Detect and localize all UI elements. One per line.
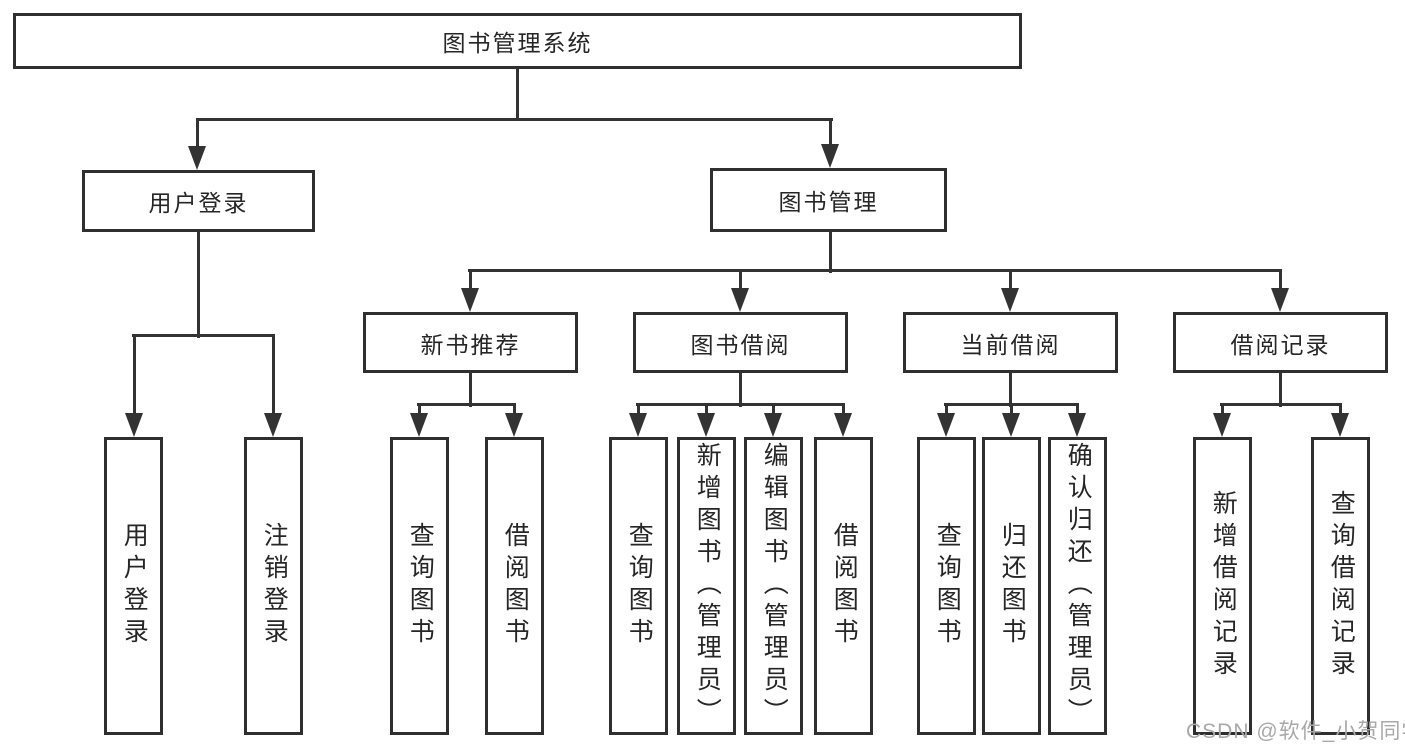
connector-arrowhead xyxy=(1001,288,1019,312)
connector-line xyxy=(1220,406,1224,415)
connector-arrowhead xyxy=(461,288,479,312)
node-book-borrowing-label: 图书借阅 xyxy=(690,331,791,358)
watermark: CSDN @软件_小贺同学 xyxy=(1186,720,1405,743)
node-leaf-return-books-label: 归还图书 xyxy=(998,522,1027,650)
node-book-borrowing: 图书借阅 xyxy=(633,312,848,373)
connector-arrowhead xyxy=(1331,413,1349,437)
node-current-borrowing: 当前借阅 xyxy=(903,312,1118,373)
connector-line xyxy=(738,272,742,290)
node-leaf-confirm-return-admin-label: 确认归还（管理员） xyxy=(1064,442,1093,730)
connector-line xyxy=(417,406,421,415)
connector-line xyxy=(468,268,1282,272)
node-borrowing-records: 借阅记录 xyxy=(1173,312,1388,373)
node-root-label: 图书管理系统 xyxy=(442,30,593,56)
connector-arrowhead xyxy=(937,413,955,437)
connector-line xyxy=(1008,272,1012,290)
connector-line xyxy=(636,406,640,415)
node-leaf-add-borrow-record: 新增借阅记录 xyxy=(1193,437,1252,735)
node-leaf-confirm-return-admin: 确认归还（管理员） xyxy=(1048,437,1107,735)
node-user-login: 用户登录 xyxy=(82,170,315,232)
node-leaf-add-books-admin-label: 新增图书（管理员） xyxy=(693,442,722,730)
node-leaf-borrow-books-borrow: 借阅图书 xyxy=(814,437,873,735)
connector-line xyxy=(944,402,1079,406)
connector-line xyxy=(196,230,200,338)
node-new-book-recommendation-label: 新书推荐 xyxy=(420,331,521,358)
node-leaf-borrow-books-recommend: 借阅图书 xyxy=(485,437,544,735)
connector-line xyxy=(468,272,472,290)
connector-line xyxy=(636,402,845,406)
connector-line xyxy=(1278,272,1282,290)
connector-line xyxy=(1075,406,1079,415)
connector-line xyxy=(515,67,519,121)
connector-line xyxy=(738,371,742,407)
connector-line xyxy=(771,406,775,415)
connector-arrowhead xyxy=(264,413,282,437)
node-leaf-borrow-books-borrow-label: 借阅图书 xyxy=(830,522,859,650)
connector-line xyxy=(841,406,845,415)
connector-line xyxy=(704,406,708,415)
node-leaf-edit-books-admin: 编辑图书（管理员） xyxy=(744,437,803,735)
node-leaf-query-books-recommend: 查询图书 xyxy=(390,437,449,735)
connector-line xyxy=(1338,406,1342,415)
node-leaf-add-books-admin: 新增图书（管理员） xyxy=(677,437,736,735)
node-leaf-edit-books-admin-label: 编辑图书（管理员） xyxy=(760,442,789,730)
connector-line xyxy=(1278,371,1282,407)
node-leaf-logout-label: 注销登录 xyxy=(260,522,289,650)
node-borrowing-records-label: 借阅记录 xyxy=(1230,331,1331,358)
node-leaf-user-login: 用户登录 xyxy=(104,437,163,735)
node-leaf-logout: 注销登录 xyxy=(244,437,303,735)
node-leaf-borrow-books-recommend-label: 借阅图书 xyxy=(501,522,530,650)
node-leaf-return-books: 归还图书 xyxy=(982,437,1041,735)
connector-arrowhead xyxy=(821,144,839,168)
connector-arrowhead xyxy=(731,288,749,312)
connector-line xyxy=(1220,402,1342,406)
connector-arrowhead xyxy=(1271,288,1289,312)
connector-line xyxy=(1008,371,1012,407)
node-new-book-recommendation: 新书推荐 xyxy=(363,312,578,373)
connector-arrowhead xyxy=(410,413,428,437)
connector-line xyxy=(195,121,199,148)
node-current-borrowing-label: 当前借阅 xyxy=(960,331,1061,358)
node-leaf-query-borrow-record: 查询借阅记录 xyxy=(1311,437,1370,735)
node-user-login-label: 用户登录 xyxy=(148,190,249,216)
connector-line xyxy=(132,337,136,415)
node-leaf-query-books-borrow: 查询图书 xyxy=(609,437,668,735)
node-leaf-query-books-current-label: 查询图书 xyxy=(933,522,962,650)
connector-arrowhead xyxy=(1002,413,1020,437)
connector-arrowhead xyxy=(505,413,523,437)
connector-line xyxy=(512,406,516,415)
connector-arrowhead xyxy=(188,146,206,170)
connector-arrowhead xyxy=(1213,413,1231,437)
node-leaf-query-books-borrow-label: 查询图书 xyxy=(625,522,654,650)
node-book-management: 图书管理 xyxy=(710,168,947,232)
node-leaf-query-books-current: 查询图书 xyxy=(917,437,976,735)
connector-line xyxy=(1009,406,1013,415)
node-leaf-user-login-label: 用户登录 xyxy=(120,522,149,650)
node-root: 图书管理系统 xyxy=(13,13,1022,69)
connector-line xyxy=(828,121,832,146)
connector-line xyxy=(132,333,275,337)
node-leaf-query-books-recommend-label: 查询图书 xyxy=(406,522,435,650)
connector-line xyxy=(417,402,516,406)
connector-arrowhead xyxy=(697,413,715,437)
connector-arrowhead xyxy=(629,413,647,437)
node-leaf-add-borrow-record-label: 新增借阅记录 xyxy=(1209,490,1238,682)
connector-line xyxy=(271,337,275,415)
node-leaf-query-borrow-record-label: 查询借阅记录 xyxy=(1327,490,1356,682)
connector-arrowhead xyxy=(834,413,852,437)
connector-line xyxy=(944,406,948,415)
connector-arrowhead xyxy=(125,413,143,437)
connector-line xyxy=(196,117,833,121)
connector-line xyxy=(828,230,832,273)
connector-arrowhead xyxy=(1068,413,1086,437)
connector-line xyxy=(468,371,472,407)
connector-arrowhead xyxy=(764,413,782,437)
node-book-management-label: 图书管理 xyxy=(778,189,879,215)
